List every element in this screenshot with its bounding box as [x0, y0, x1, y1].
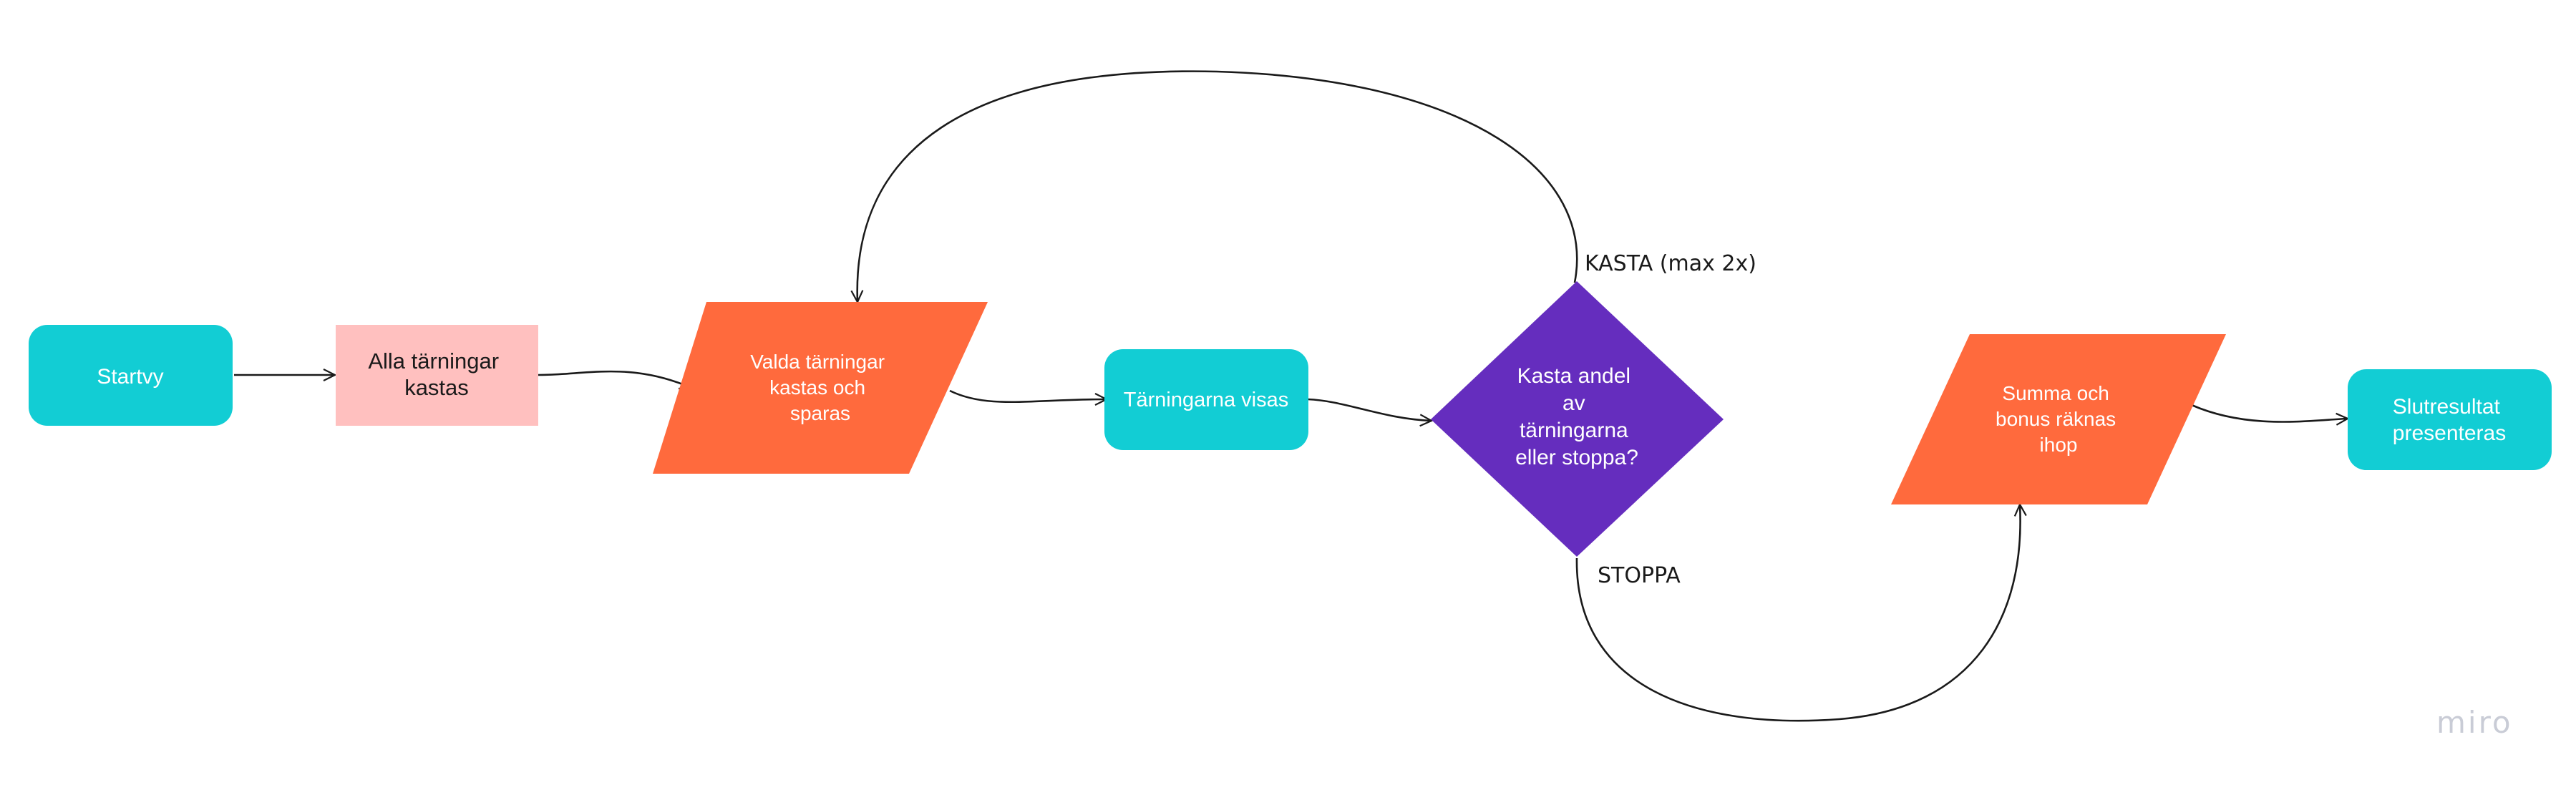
edge-label-stoppa: STOPPA	[1598, 563, 1681, 588]
node-slutresultat-label: Slutresultat presenteras	[2393, 395, 2506, 445]
node-tarningarna-visas[interactable]: Tärningarna visas	[1104, 349, 1308, 450]
node-slutresultat[interactable]: Slutresultat presenteras	[2348, 369, 2552, 470]
node-tarningarna-visas-shape	[1104, 349, 1308, 450]
node-summa-bonus-shape	[1891, 334, 2226, 504]
node-valda-tarningar-shape	[653, 302, 988, 474]
node-decision-label: Kasta andel av tärningarna eller stoppa?	[1515, 364, 1638, 469]
node-startvy[interactable]: Startvy	[29, 325, 233, 426]
node-valda-tarningar[interactable]: Valda tärningar kastas och sparas	[653, 302, 988, 474]
node-tarningarna-visas-label: Tärningarna visas	[1124, 389, 1289, 411]
node-summa-bonus-label: Summa och bonus räknas ihop	[1996, 382, 2121, 456]
node-slutresultat-shape	[2348, 369, 2552, 470]
node-alla-tarningar[interactable]: Alla tärningar kastas	[336, 325, 538, 426]
edge-label-kasta: KASTA (max 2x)	[1585, 251, 1756, 276]
edge-alla-to-valda	[538, 370, 694, 390]
node-decision-shape	[1431, 281, 1724, 557]
node-alla-tarningar-label: Alla tärningar kastas	[368, 348, 505, 400]
miro-watermark: miro	[2436, 705, 2513, 740]
edge-decision-kasta-loop	[850, 70, 1578, 304]
edge-visas-to-decision	[1307, 398, 1434, 427]
edge-summa-to-slut	[2191, 404, 2350, 426]
node-decision[interactable]: Kasta andel av tärningarna eller stoppa?	[1431, 281, 1724, 557]
node-alla-tarningar-shape	[336, 325, 538, 426]
node-valda-tarningar-label: Valda tärningar kastas och sparas	[750, 351, 890, 424]
node-summa-bonus[interactable]: Summa och bonus räknas ihop	[1891, 334, 2226, 504]
node-startvy-shape	[29, 325, 233, 426]
node-startvy-label: Startvy	[97, 365, 163, 389]
connectors	[234, 70, 2350, 722]
edge-valda-to-visas	[949, 389, 1109, 406]
edge-decision-stoppa	[1575, 502, 2027, 722]
